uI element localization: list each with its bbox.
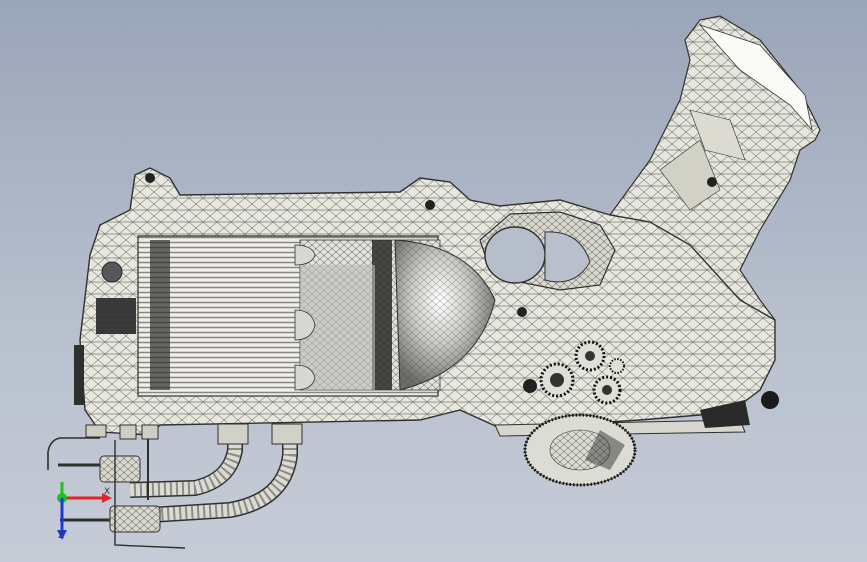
cylinder xyxy=(137,235,496,397)
front-block xyxy=(74,261,136,405)
z-axis-arrowhead xyxy=(57,530,67,540)
frame-window xyxy=(479,211,616,291)
orientation-triad: X Z xyxy=(40,474,120,554)
x-axis-label: X xyxy=(104,487,111,497)
gear-train xyxy=(523,340,625,405)
trigger-assembly xyxy=(494,400,750,487)
grip xyxy=(609,15,821,391)
z-axis-label: Z xyxy=(58,531,65,541)
x-axis-arrowhead xyxy=(102,493,112,503)
hose-assembly xyxy=(47,423,303,549)
